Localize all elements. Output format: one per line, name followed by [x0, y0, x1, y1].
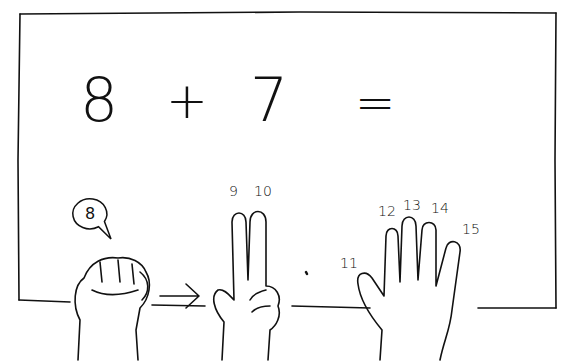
fist-drawing [75, 258, 149, 360]
hand-two-fingers [214, 212, 280, 361]
frame-line [292, 306, 370, 308]
frame-line [478, 307, 556, 309]
bubble-outline [73, 199, 111, 239]
frame-line [18, 14, 20, 300]
equation-term: 8 [80, 70, 118, 130]
count-number: 10 [254, 184, 272, 198]
equation-term: 7 [250, 70, 288, 130]
bubble-text: 8 [85, 206, 95, 222]
equation-term: + [166, 76, 208, 126]
count-number: 14 [431, 201, 449, 215]
count-number: 13 [403, 198, 421, 212]
count-number: 11 [340, 256, 358, 270]
frame-line [555, 13, 556, 308]
speech-bubble: 8 [72, 198, 108, 230]
arrow [160, 284, 199, 308]
equation-term: = [355, 78, 395, 126]
frame-line [152, 305, 205, 306]
count-number: 12 [378, 204, 396, 218]
frame-line [20, 12, 556, 14]
hand-open [358, 217, 460, 360]
dot-mark [306, 272, 307, 274]
count-number: 9 [229, 184, 238, 198]
fist-detail [92, 260, 148, 300]
count-number: 15 [462, 222, 480, 236]
hand-detail [250, 290, 270, 312]
frame-line [19, 300, 70, 302]
